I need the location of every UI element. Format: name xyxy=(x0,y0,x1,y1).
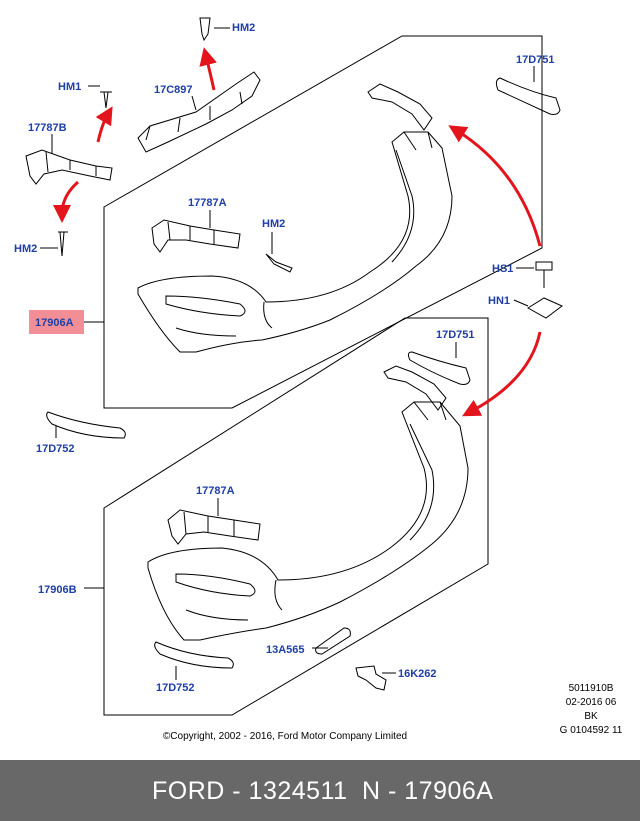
callout-labels: HM2 17C897 HM1 17787B HM2 17787A HM2 179… xyxy=(14,22,555,694)
direction-arrows xyxy=(53,47,542,417)
upper-assembly-frame xyxy=(103,35,543,409)
label-hm2-mid[interactable]: HM2 xyxy=(262,218,285,230)
footer-part-number: FORD - 1324511 xyxy=(152,777,348,805)
label-16k262[interactable]: 16K262 xyxy=(398,668,437,680)
footer-reference: N - 17906A xyxy=(362,777,494,805)
copyright-notice: ©Copyright, 2002 - 2016, Ford Motor Comp… xyxy=(162,731,408,742)
footer-bar: FORD - 1324511 N - 17906A xyxy=(0,760,640,821)
lower-assembly-frame xyxy=(103,317,489,716)
reference-block: 5011910B 02-2016 06 BK G 0104592 11 xyxy=(546,682,636,738)
parts-outline xyxy=(25,17,563,691)
label-hs1[interactable]: HS1 xyxy=(492,263,513,275)
label-hm1[interactable]: HM1 xyxy=(58,81,81,93)
ref-line: BK xyxy=(584,711,598,722)
label-17906a[interactable]: 17906A xyxy=(35,317,74,329)
label-hm2-top[interactable]: HM2 xyxy=(232,22,255,34)
label-17c897[interactable]: 17C897 xyxy=(154,84,193,96)
label-17906b[interactable]: 17906B xyxy=(38,584,77,596)
label-hm2-left[interactable]: HM2 xyxy=(14,243,37,255)
label-17d751-top[interactable]: 17D751 xyxy=(516,54,555,66)
leader-lines xyxy=(40,27,535,680)
bumper-cover-17906a xyxy=(137,131,453,353)
label-hn1[interactable]: HN1 xyxy=(488,295,510,307)
ref-line: G 0104592 11 xyxy=(559,725,623,736)
label-17787b[interactable]: 17787B xyxy=(28,122,67,134)
label-17787a-upper[interactable]: 17787A xyxy=(188,197,227,209)
highlight-17906a xyxy=(29,310,84,334)
label-17d751-mid[interactable]: 17D751 xyxy=(436,329,475,341)
ref-line: 02-2016 06 xyxy=(565,697,617,708)
bumper-cover-17906b xyxy=(147,401,469,655)
label-17787a-lower[interactable]: 17787A xyxy=(196,485,235,497)
label-17d752-lower[interactable]: 17D752 xyxy=(156,682,195,694)
label-13a565[interactable]: 13A565 xyxy=(266,644,305,656)
label-17d752-upper[interactable]: 17D752 xyxy=(36,443,75,455)
ref-line: 5011910B xyxy=(568,683,614,694)
exploded-parts-diagram: HM2 17C897 HM1 17787B HM2 17787A HM2 179… xyxy=(14,17,563,716)
